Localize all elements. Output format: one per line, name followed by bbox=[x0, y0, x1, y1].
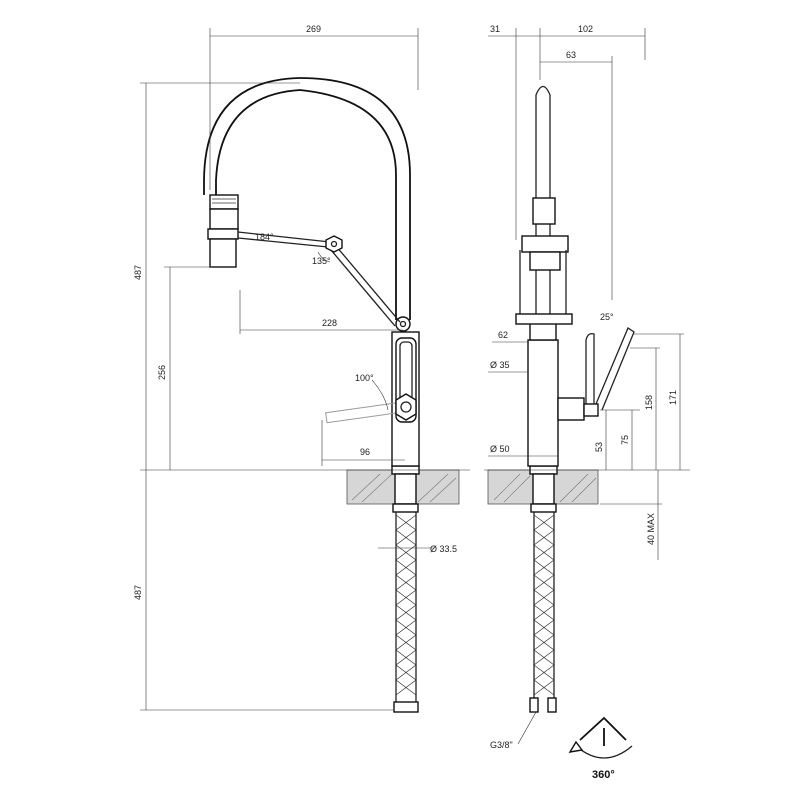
dim-256: 256 bbox=[157, 365, 167, 380]
dim-dia-50: Ø 50 bbox=[490, 444, 510, 454]
dim-53: 53 bbox=[594, 442, 604, 452]
front-support-arm bbox=[237, 231, 401, 327]
dim-g3-8: G3/8" bbox=[490, 740, 513, 750]
dim-102: 102 bbox=[578, 24, 593, 34]
dim-96: 96 bbox=[360, 447, 370, 457]
side-lever bbox=[557, 327, 635, 421]
dim-40-max: 40 MAX bbox=[646, 513, 656, 545]
dim-33-5: Ø 33.5 bbox=[430, 544, 457, 554]
dim-63: 63 bbox=[566, 50, 576, 60]
dim-25-deg: 25° bbox=[600, 312, 614, 322]
front-braided-hose bbox=[393, 512, 419, 713]
rotation-symbol: 360° bbox=[568, 716, 633, 781]
side-body bbox=[527, 339, 559, 467]
dim-62: 62 bbox=[498, 330, 508, 340]
dim-100-deg: 100° bbox=[355, 373, 374, 383]
dim-487-lower: 487 bbox=[133, 585, 143, 600]
front-view: 269 487 256 228 184° 135° 100° 96 Ø 33.5… bbox=[133, 24, 470, 713]
side-spout bbox=[535, 85, 551, 318]
side-braided-hose bbox=[529, 512, 557, 713]
dim-184-deg: 184° bbox=[255, 232, 274, 242]
front-lever-hub bbox=[395, 393, 417, 421]
dim-269: 269 bbox=[306, 24, 321, 34]
dim-75: 75 bbox=[620, 435, 630, 445]
rotation-label: 360° bbox=[592, 769, 615, 781]
dim-158: 158 bbox=[644, 395, 654, 410]
front-lever-ghost bbox=[325, 401, 401, 424]
dim-dia-35: Ø 35 bbox=[490, 360, 510, 370]
front-spray-head bbox=[207, 194, 239, 268]
dim-228: 228 bbox=[322, 318, 337, 328]
dim-171: 171 bbox=[668, 390, 678, 405]
side-view: 31 102 63 62 25° Ø 35 Ø 50 53 75 158 171… bbox=[484, 24, 690, 750]
rotation-arrow-icon bbox=[568, 740, 584, 753]
dim-487-upper: 487 bbox=[133, 265, 143, 280]
dim-31: 31 bbox=[490, 24, 500, 34]
dim-135-deg: 135° bbox=[312, 256, 331, 266]
front-gooseneck bbox=[215, 89, 397, 320]
